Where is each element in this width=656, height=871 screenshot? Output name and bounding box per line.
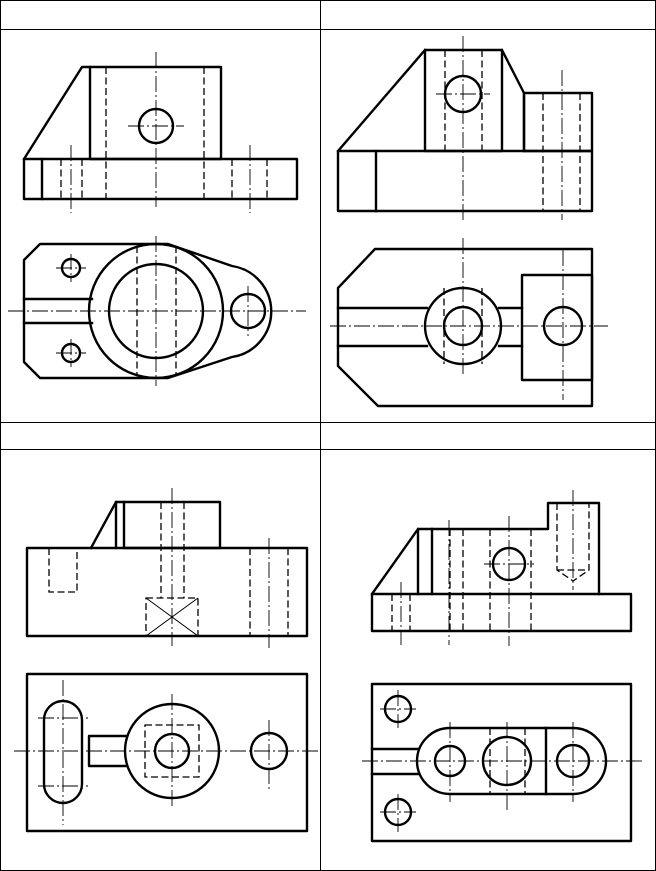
cell-3-drawing bbox=[14, 488, 318, 833]
slot-edges bbox=[370, 747, 420, 776]
base-outline bbox=[22, 242, 273, 380]
hidden-blind-pocket bbox=[48, 548, 78, 593]
upright-block bbox=[88, 65, 223, 161]
base-outline bbox=[25, 672, 309, 833]
cell-1-top-view bbox=[8, 236, 306, 386]
tower-block bbox=[423, 48, 504, 153]
cell-3-front-view bbox=[25, 488, 309, 648]
cell-1-front-view bbox=[22, 52, 299, 213]
cell-3-top-view bbox=[14, 672, 318, 833]
base-plate bbox=[22, 157, 299, 201]
base-outline bbox=[336, 247, 594, 408]
rib-slope bbox=[22, 65, 92, 161]
cell-2-top-view bbox=[330, 238, 608, 408]
rib-slope-right bbox=[500, 48, 526, 153]
upright-profile bbox=[416, 501, 601, 596]
cell-4-front-view bbox=[370, 490, 633, 646]
cell-4-top-view bbox=[362, 682, 645, 843]
rib-slope-left bbox=[336, 48, 427, 153]
cell-2-drawing bbox=[330, 36, 608, 408]
cell-1-drawing bbox=[8, 52, 306, 386]
base-plate bbox=[370, 592, 633, 633]
cell-2-front-view bbox=[336, 36, 594, 220]
side-block bbox=[522, 91, 594, 153]
rib-slope bbox=[370, 527, 420, 596]
side-block-plan bbox=[520, 273, 594, 382]
cell-4-drawing bbox=[362, 490, 645, 843]
base-outline bbox=[370, 682, 633, 843]
rib-slope bbox=[89, 500, 126, 550]
